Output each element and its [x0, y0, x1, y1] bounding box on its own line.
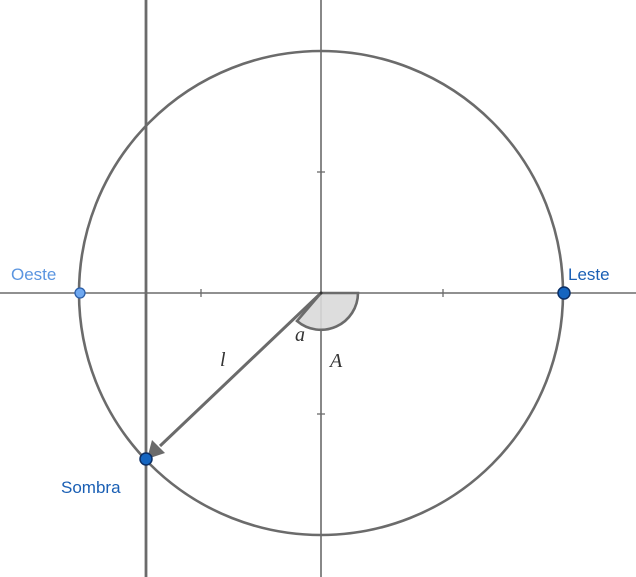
- label-vector-l: l: [220, 349, 226, 371]
- label-point-A: A: [328, 350, 343, 372]
- vector-arrowhead: [147, 440, 165, 459]
- vector-l[interactable]: [158, 291, 323, 448]
- label-oeste: Oeste: [11, 265, 56, 284]
- label-sombra: Sombra: [61, 478, 121, 497]
- point-leste[interactable]: [557, 286, 571, 300]
- point-oeste[interactable]: [74, 287, 86, 299]
- label-leste: Leste: [568, 265, 610, 284]
- angle-sector[interactable]: [295, 291, 360, 332]
- point-sombra[interactable]: [139, 452, 153, 466]
- label-angle-a: a: [295, 324, 305, 346]
- point-origin: [319, 291, 323, 295]
